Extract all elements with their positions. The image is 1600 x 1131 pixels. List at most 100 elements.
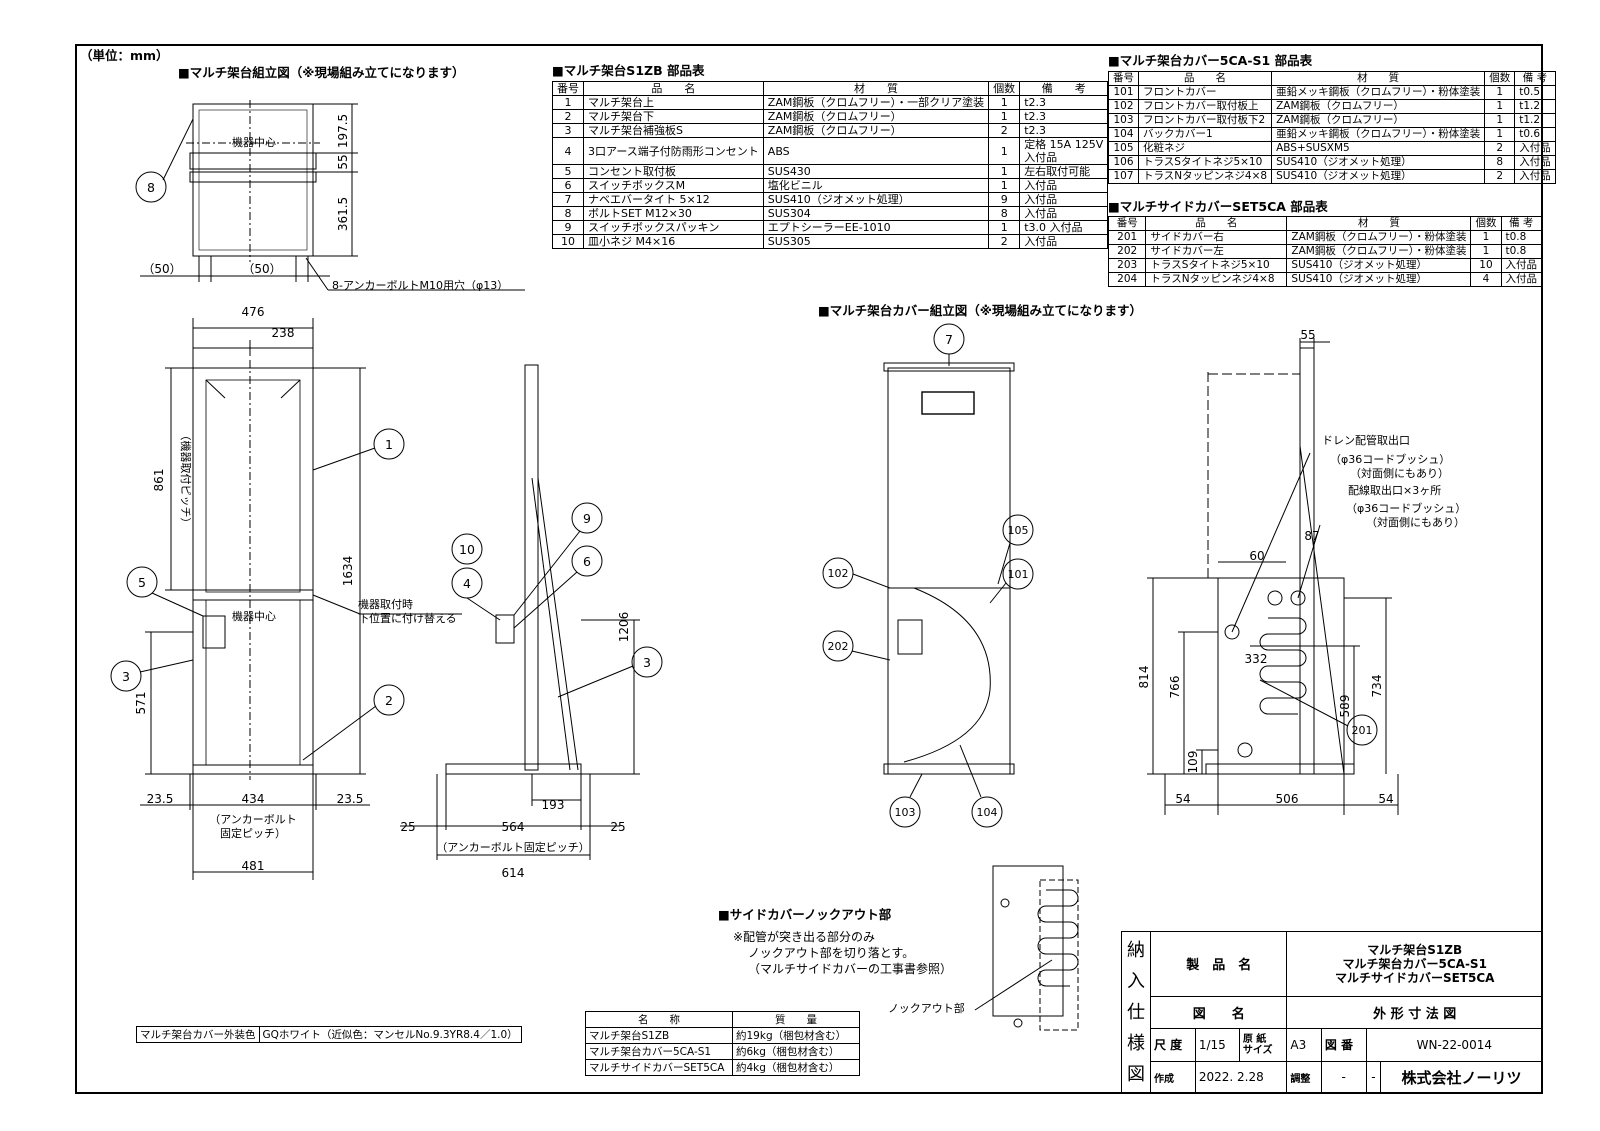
- table-cell: 2: [1484, 169, 1516, 184]
- table-cell: 約19kg（梱包材含む）: [732, 1027, 860, 1044]
- table-header: 名 称: [585, 1011, 733, 1028]
- dim-label: 434: [242, 792, 265, 806]
- balloon-label: 105: [1008, 524, 1029, 537]
- dim-label: 25: [610, 820, 625, 834]
- side-frame-view: [400, 364, 640, 860]
- dim-label: 571: [134, 692, 148, 715]
- table-cell: 約4kg（梱包材含む）: [732, 1059, 860, 1076]
- table-cell: ボルトSET M12×30: [583, 206, 764, 221]
- table-cell: t3.0 入付品: [1019, 220, 1109, 235]
- table-cell: トラスSタイトネジ5×10: [1137, 155, 1273, 170]
- balloon-label: 8: [147, 180, 155, 195]
- dim-label: 197.5: [336, 114, 350, 148]
- dim-label: 814: [1137, 666, 1151, 689]
- table-cell: SUS410（ジオメット処理）: [1286, 272, 1472, 287]
- parts-set5ca-title: ■マルチサイドカバーSET5CA 部品表: [1108, 199, 1328, 214]
- wire-label: （φ36コードブッシュ）: [1346, 501, 1466, 515]
- swap-note: 機器取付時: [358, 597, 413, 611]
- table-cell: 入付品: [1500, 272, 1542, 287]
- drain-label: （φ36コードブッシュ）: [1330, 452, 1450, 466]
- table-cell: t2.3: [1019, 123, 1109, 138]
- table-cell: 入付品: [1514, 169, 1556, 184]
- table-cell: ABS: [762, 137, 990, 165]
- table-cell: 3口アース端子付防雨形コンセント: [583, 137, 764, 165]
- drawing-number: WN-22-0014: [1365, 1028, 1544, 1062]
- table-cell: SUS305: [762, 234, 990, 249]
- table-cell: スイッチボックスパッキン: [583, 220, 764, 235]
- balloon-label: 7: [945, 332, 953, 347]
- balloon-label: 103: [895, 806, 916, 819]
- table-cell: 204: [1107, 272, 1147, 287]
- table-cell: 3: [552, 123, 584, 138]
- balloon-label: 102: [828, 567, 849, 580]
- balloon-label: 201: [1352, 724, 1373, 737]
- scale-value: 1/15: [1194, 1028, 1240, 1062]
- dim-label: 564: [502, 820, 525, 834]
- drawing-sheet: [75, 44, 1543, 1094]
- table-cell: 亜鉛メッキ鋼板（クロムフリー）・粉体塗装: [1271, 127, 1486, 142]
- table-cell: 入付品: [1019, 234, 1109, 249]
- product-label: 製 品 名: [1149, 931, 1288, 997]
- center-label: 機器中心: [232, 609, 276, 623]
- anchor-note: 8-アンカーボルトM10用穴（φ13）: [332, 278, 508, 292]
- knockout-note: （マルチサイドカバーの工事書参照）: [748, 962, 953, 976]
- dim-label: 1634: [341, 556, 355, 587]
- assembly-title: ■マルチ架台組立図（※現場組み立てになります）: [178, 65, 465, 80]
- table-cell: ABS+SUSXM5: [1271, 141, 1486, 156]
- table-cell: トラスSタイトネジ5×10: [1145, 258, 1288, 273]
- table-cell: SUS410（ジオメット処理）: [762, 192, 990, 207]
- table-cell: t1.2: [1514, 99, 1556, 114]
- drawing-label: 図 名: [1149, 995, 1288, 1030]
- dim-label: 1206: [617, 612, 631, 643]
- table-header: 質 量: [732, 1011, 860, 1028]
- dim-label: 54: [1175, 792, 1190, 806]
- check-value: -: [1320, 1060, 1367, 1095]
- dim-label: （50）: [142, 262, 181, 276]
- date-value: 2022. 2.28: [1194, 1060, 1288, 1095]
- table-cell: マルチ架台S1ZB: [585, 1027, 733, 1044]
- front-frame-view: [140, 318, 462, 880]
- table-cell: 8: [1484, 155, 1516, 170]
- cover-side-view: [1147, 338, 1399, 815]
- knockout-title: ■サイドカバーノックアウト部: [718, 907, 892, 922]
- balloon-label: 3: [122, 669, 130, 684]
- table-header: 材 質: [1286, 216, 1472, 231]
- dim-label: 54: [1378, 792, 1393, 806]
- balloon-label: 3: [643, 655, 651, 670]
- table-cell: トラスNタッピンネジ4×8: [1145, 272, 1288, 287]
- table-header: 材 質: [1271, 71, 1486, 86]
- dim-label: 476: [242, 305, 265, 319]
- knockout-note: ※配管が突き出る部分のみ: [733, 930, 876, 944]
- knockout-detail: [974, 865, 1079, 1031]
- dim-label: 614: [502, 866, 525, 880]
- dim-label: 60: [1249, 549, 1264, 563]
- table-header: 番号: [552, 81, 584, 96]
- plan-view: [140, 100, 525, 291]
- table-cell: 105: [1108, 141, 1139, 156]
- table-cell: ZAM鋼板（クロムフリー）: [762, 123, 990, 138]
- blank-value: -: [1365, 1060, 1382, 1095]
- drain-label: （対面側にもあり）: [1350, 466, 1449, 480]
- product-name: マルチ架台カバー5CA-S1: [1342, 956, 1487, 971]
- balloon-label: 10: [459, 542, 475, 557]
- dim-label: 506: [1276, 792, 1299, 806]
- cover-front-view: [883, 362, 1015, 775]
- drain-label: ドレン配管取出口: [1322, 433, 1410, 447]
- table-cell: t0.5: [1514, 85, 1556, 100]
- dim-label: 193: [542, 798, 565, 812]
